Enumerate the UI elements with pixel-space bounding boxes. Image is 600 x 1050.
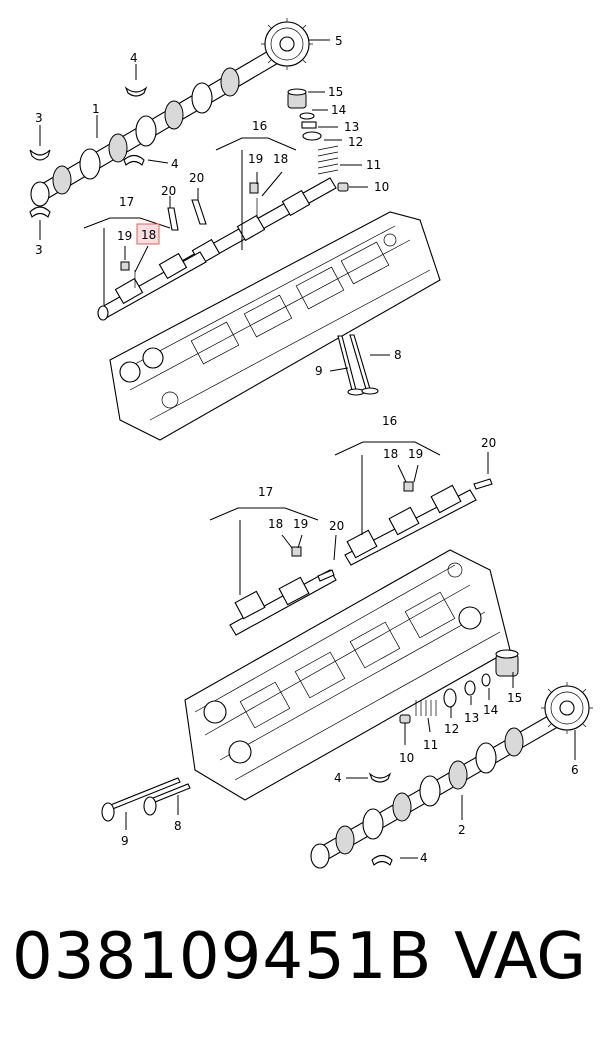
part-number: 038109451B [12, 920, 433, 994]
valve-parts-bottom [399, 649, 519, 724]
callout-4-bottom-b: 4 [420, 851, 428, 865]
cylinder-head-top [109, 211, 441, 441]
rocker-assembly-17-bottom [229, 546, 337, 636]
rocker-assembly-16-bottom [344, 478, 493, 566]
callout-19-bottom-a: 19 [408, 447, 423, 461]
bearing-shell-3a [29, 149, 51, 161]
callout-18-top-a: 18 [273, 152, 288, 166]
sprocket-top [261, 18, 313, 70]
callout-4-top-b: 4 [171, 157, 179, 171]
callout-13-bottom: 13 [464, 711, 479, 725]
callout-17-top: 17 [119, 195, 134, 209]
bolt-20-top-a [167, 207, 179, 231]
exploded-parts-diagram: 5 4 1 3 3 4 15 14 13 12 11 10 16 19 18 2… [29, 18, 593, 869]
callout-19-top-b: 19 [117, 229, 132, 243]
callout-20-bottom-a: 20 [481, 436, 496, 450]
callout-8-bottom: 8 [174, 819, 182, 833]
sprocket-bottom [541, 682, 593, 734]
callout-9-bottom: 9 [121, 834, 129, 848]
callout-18-bottom-a: 18 [383, 447, 398, 461]
callout-15-bottom: 15 [507, 691, 522, 705]
valves-top [337, 334, 379, 396]
camshaft-bottom [310, 682, 593, 869]
highlight-box-18 [136, 223, 160, 245]
callout-14-top: 14 [331, 103, 346, 117]
callout-18-bottom-b: 18 [268, 517, 283, 531]
callout-10-top: 10 [374, 180, 389, 194]
rocker-assembly-17-top [97, 251, 207, 321]
callout-14-bottom: 14 [483, 703, 498, 717]
callout-12-top: 12 [348, 135, 363, 149]
leader-lines-bottom [125, 441, 576, 859]
bottom-assembly: 16 18 19 20 17 18 19 20 15 14 13 12 11 1… [101, 414, 593, 869]
callout-20-top-a: 20 [161, 184, 176, 198]
callout-16-bottom: 16 [382, 414, 397, 428]
callout-5-top: 5 [335, 34, 343, 48]
callout-9-top: 9 [315, 364, 323, 378]
callout-11-top: 11 [366, 158, 381, 172]
bearing-shell-3b [29, 206, 51, 218]
leader-lines-top [39, 39, 390, 372]
callout-12-bottom: 12 [444, 722, 459, 736]
bearing-shell-4c [368, 772, 392, 783]
callout-18-top-b: 18 [141, 228, 156, 242]
cylinder-head-bottom [184, 549, 511, 801]
callout-3-top-b: 3 [35, 243, 43, 257]
callout-20-bottom-b: 20 [329, 519, 344, 533]
callouts-bottom: 16 18 19 20 17 18 19 20 15 14 13 12 11 1… [121, 414, 579, 865]
callout-3-top-a: 3 [35, 111, 43, 125]
callout-16-top: 16 [252, 119, 267, 133]
callout-10-bottom: 10 [399, 751, 414, 765]
bolt-20-top-b [191, 199, 207, 225]
callout-19-top-a: 19 [248, 152, 263, 166]
bearing-shell-4a [124, 86, 148, 97]
callout-17-bottom: 17 [258, 485, 273, 499]
callout-13-top: 13 [344, 120, 359, 134]
bearing-shell-4b [123, 154, 145, 166]
callouts-top: 5 4 1 3 3 4 15 14 13 12 11 10 16 19 18 2… [35, 34, 402, 378]
camshaft-top [30, 18, 313, 207]
valve-parts-top [287, 88, 349, 192]
valves-bottom [101, 777, 191, 822]
callout-4-top-a: 4 [130, 51, 138, 65]
callout-11-bottom: 11 [423, 738, 438, 752]
callout-20-top-b: 20 [189, 171, 204, 185]
bearing-shell-4d [371, 854, 393, 866]
callout-6-bottom: 6 [571, 763, 579, 777]
brand-name: VAG [454, 920, 586, 994]
top-assembly: 5 4 1 3 3 4 15 14 13 12 11 10 16 19 18 2… [29, 18, 441, 441]
callout-2-bottom: 2 [458, 823, 466, 837]
callout-19-bottom-b: 19 [293, 517, 308, 531]
callout-15-top: 15 [328, 85, 343, 99]
callout-8-top: 8 [394, 348, 402, 362]
footer: 038109451B VAG [0, 920, 600, 1030]
callout-4-bottom-a: 4 [334, 771, 342, 785]
callout-1-top: 1 [92, 102, 100, 116]
